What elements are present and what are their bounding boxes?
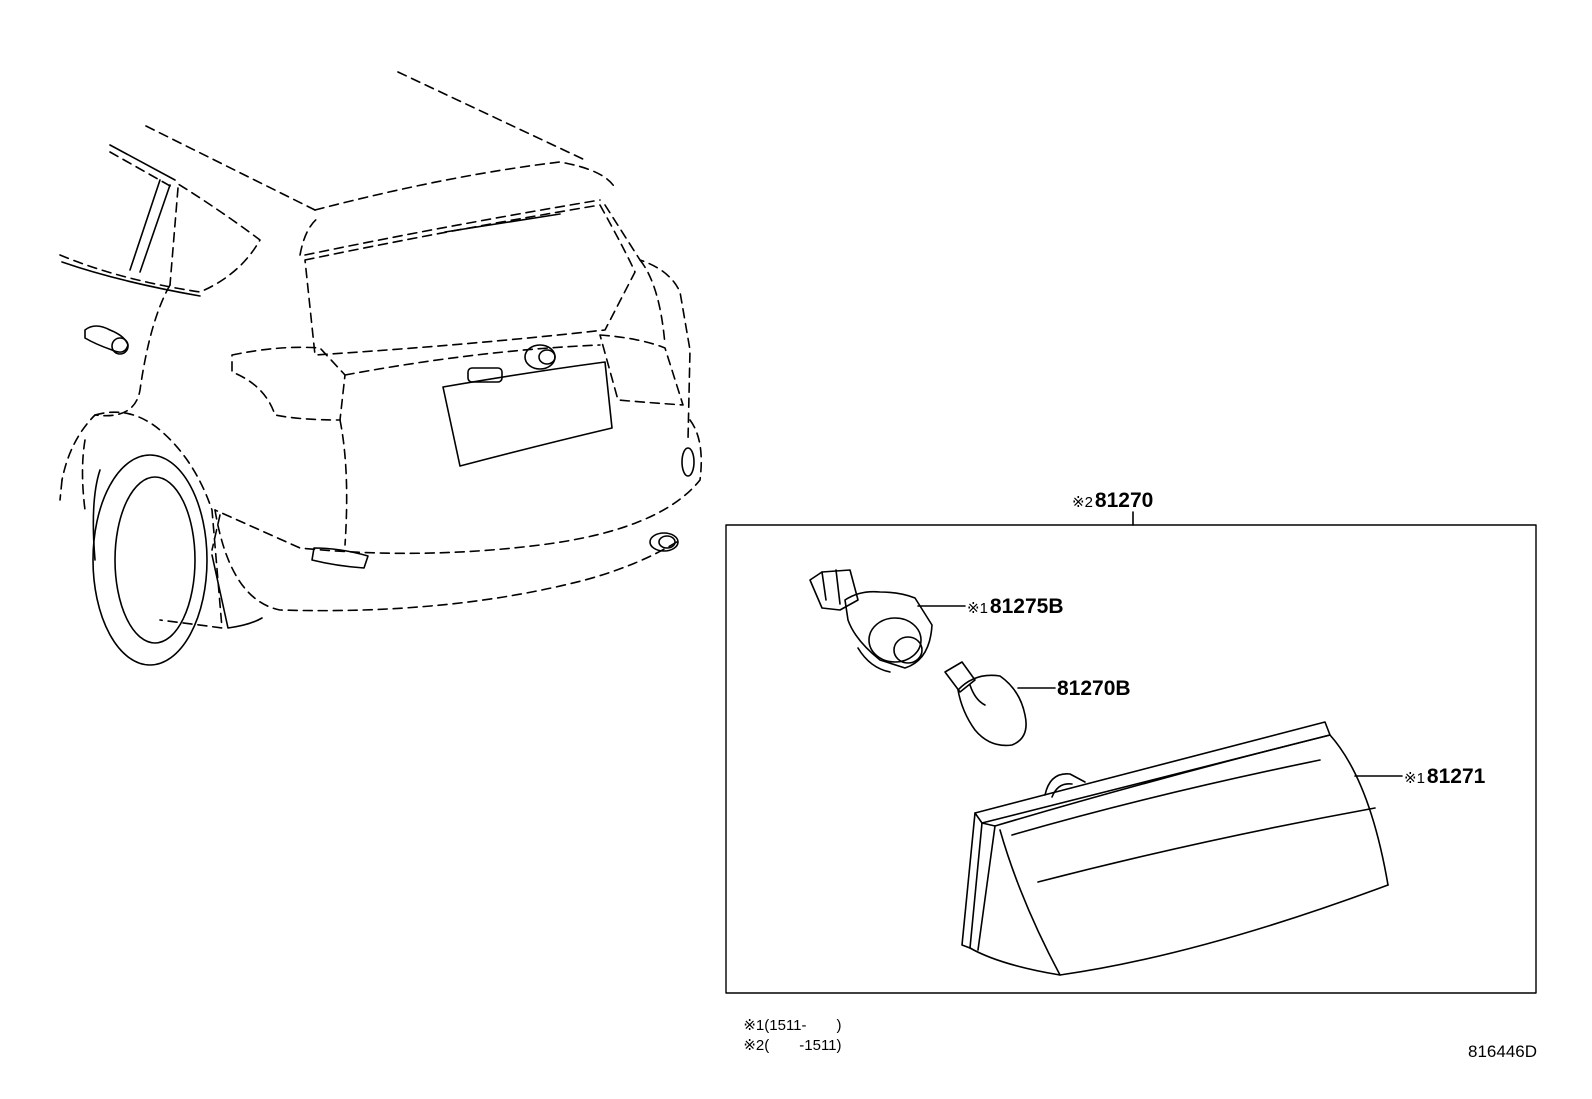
footnote-2: ※2( -1511): [735, 1023, 842, 1054]
assembly-callout[interactable]: ※281270: [1072, 490, 1153, 511]
lens-callout[interactable]: ※181271: [1404, 766, 1485, 787]
vehicle-illustration: [59, 71, 703, 666]
assembly-part-number: 81270: [1094, 489, 1154, 512]
lens-drawing: [961, 721, 1389, 976]
assembly-box: [725, 511, 1537, 994]
footnote-1-text: (1511- ): [764, 1017, 842, 1034]
socket-part-number: 81275B: [989, 595, 1064, 618]
socket-mark: ※1: [967, 600, 988, 617]
footnote-2-text: ( -1511): [764, 1037, 842, 1054]
illustration-code: 816446D: [1468, 1042, 1538, 1061]
assembly-mark: ※2: [1072, 494, 1093, 511]
bulb-callout[interactable]: 81270B: [1057, 678, 1131, 699]
footnote-1: ※1(1511- ): [735, 1003, 842, 1034]
lens-mark: ※1: [1404, 770, 1425, 787]
bulb-drawing: [944, 661, 1027, 747]
footnote-1-mark: ※1: [743, 1017, 765, 1034]
socket-callout[interactable]: ※181275B: [967, 596, 1063, 617]
footnote-2-mark: ※2: [743, 1037, 765, 1054]
lens-part-number: 81271: [1426, 765, 1486, 788]
socket-drawing: [809, 569, 933, 673]
bulb-part-number: 81270B: [1057, 677, 1131, 700]
